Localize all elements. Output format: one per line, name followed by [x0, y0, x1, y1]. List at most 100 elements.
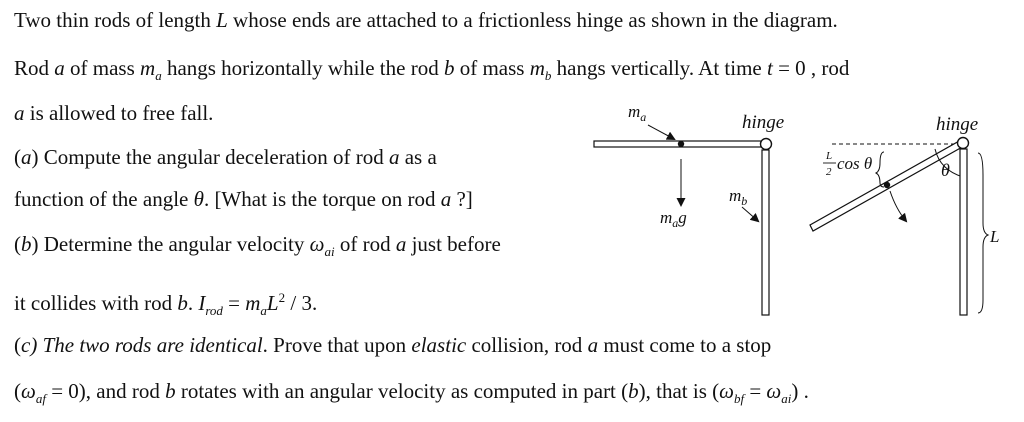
part-label-c: c: [21, 333, 31, 357]
text: ?]: [451, 187, 473, 211]
text-line-3: a is allowed to free fall.: [14, 101, 213, 125]
symbol-L: L: [216, 8, 228, 32]
label-L: L: [989, 227, 999, 246]
text: (: [14, 145, 21, 169]
symbol-a: a: [54, 56, 65, 80]
text: ) Compute the angular deceleration of ro…: [31, 145, 389, 169]
brace-half-length: [874, 151, 885, 188]
rod-b-vertical: [761, 149, 770, 316]
subscript-a: a: [260, 303, 267, 318]
text-line-1: Two thin rods of length L whose ends are…: [14, 8, 838, 32]
text: Two thin rods of length: [14, 8, 217, 32]
rods-diagram: ma hinge mag mb hinge L 2 cos θ θ L: [593, 102, 999, 316]
label-mb: mb: [729, 186, 747, 208]
symbol-L: L: [266, 291, 279, 315]
center-of-mass-dot-tilted: [883, 181, 891, 189]
symbol-b: b: [443, 56, 455, 80]
text: must come to a stop: [598, 333, 772, 357]
part-label-a: a: [21, 145, 32, 169]
hinge-right: [956, 136, 970, 150]
text: (: [14, 333, 21, 357]
symbol-omega: ω: [766, 379, 782, 403]
text: . Prove that upon: [262, 333, 412, 357]
text: (: [14, 232, 21, 256]
symbol-omega: ω: [309, 232, 325, 256]
subscript-bf: bf: [733, 391, 745, 406]
text: Rod: [14, 56, 55, 80]
symbol-I: I: [198, 291, 206, 315]
text-line-9: (ωaf = 0), and rod b rotates with an ang…: [14, 379, 809, 411]
subscript-a: a: [155, 68, 162, 83]
center-of-mass-dot: [677, 140, 685, 148]
subscript-ai: ai: [324, 244, 335, 259]
rod-b-vertical-right: [959, 148, 968, 316]
symbol-theta: θ: [193, 187, 204, 211]
text: ) Determine the angular velocity: [31, 232, 310, 256]
brace-L: [977, 152, 990, 314]
text: ) .: [791, 379, 809, 403]
text: whose ends are attached to a frictionles…: [227, 8, 838, 32]
symbol-t: t: [766, 56, 773, 80]
text-line-4: (a) Compute the angular deceleration of …: [14, 145, 437, 169]
text-italic: elastic: [411, 333, 467, 357]
symbol-a: a: [395, 232, 407, 256]
text: of mass: [454, 56, 530, 80]
label-ma: ma: [628, 102, 646, 124]
text: as a: [399, 145, 437, 169]
text-italic: ) The two rods are identical: [30, 333, 263, 357]
text: rotates with an angular velocity as comp…: [175, 379, 629, 403]
pointer-arrow-mb: [741, 206, 760, 223]
symbol-b: b: [165, 379, 176, 403]
symbol-b: b: [177, 291, 188, 315]
subscript-ai: ai: [781, 391, 792, 406]
part-label-b: b: [628, 379, 639, 403]
label-hinge-right: hinge: [936, 114, 978, 135]
text: .: [187, 291, 199, 315]
symbol-omega: ω: [21, 379, 36, 403]
text: =: [222, 291, 246, 315]
text: / 3.: [285, 291, 318, 315]
symbol-m: m: [529, 56, 545, 80]
text-line-8: (c) The two rods are identical. Prove th…: [14, 333, 771, 357]
symbol-a: a: [440, 187, 452, 211]
text: = 0 , rod: [772, 56, 850, 80]
subscript-rod: rod: [205, 303, 223, 318]
text-line-5: function of the angle θ. [What is the to…: [14, 187, 473, 211]
hinge-left: [759, 137, 773, 151]
text: (: [14, 379, 21, 403]
text-line-2: Rod a of mass ma hangs horizontally whil…: [14, 56, 849, 88]
text: . [What is the torque on rod: [203, 187, 441, 211]
label-mag: mag: [660, 208, 687, 230]
symbol-m: m: [140, 56, 156, 80]
symbol-a: a: [388, 145, 400, 169]
text: =: [744, 379, 767, 403]
symbol-a: a: [14, 101, 25, 125]
text: hangs horizontally while the rod: [161, 56, 444, 80]
text: ), that is (: [638, 379, 720, 403]
label-frac-num: L: [825, 150, 832, 162]
symbol-a: a: [587, 333, 599, 357]
text: just before: [406, 232, 501, 256]
pointer-arrow-ma: [647, 124, 676, 140]
part-label-b: b: [21, 232, 32, 256]
text: of rod: [334, 232, 396, 256]
text: it collides with rod: [14, 291, 178, 315]
subscript-af: af: [35, 391, 46, 406]
rotation-arrow: [889, 190, 908, 223]
label-hinge-left: hinge: [742, 112, 784, 133]
text: = 0), and rod: [45, 379, 166, 403]
text: hangs vertically. At time: [551, 56, 767, 80]
symbol-m: m: [245, 291, 261, 315]
superscript-2: 2: [278, 290, 286, 305]
label-frac-den: 2: [826, 166, 832, 178]
symbol-omega: ω: [719, 379, 734, 403]
theta-arc: [934, 148, 964, 178]
text: collision, rod: [466, 333, 588, 357]
subscript-b: b: [544, 68, 552, 83]
text: of mass: [64, 56, 141, 80]
label-theta: θ: [941, 160, 950, 180]
text: function of the angle: [14, 187, 194, 211]
text: is allowed to free fall.: [24, 101, 214, 125]
label-cos-theta: cos θ: [837, 154, 872, 173]
text-line-6: (b) Determine the angular velocity ωai o…: [14, 232, 501, 264]
